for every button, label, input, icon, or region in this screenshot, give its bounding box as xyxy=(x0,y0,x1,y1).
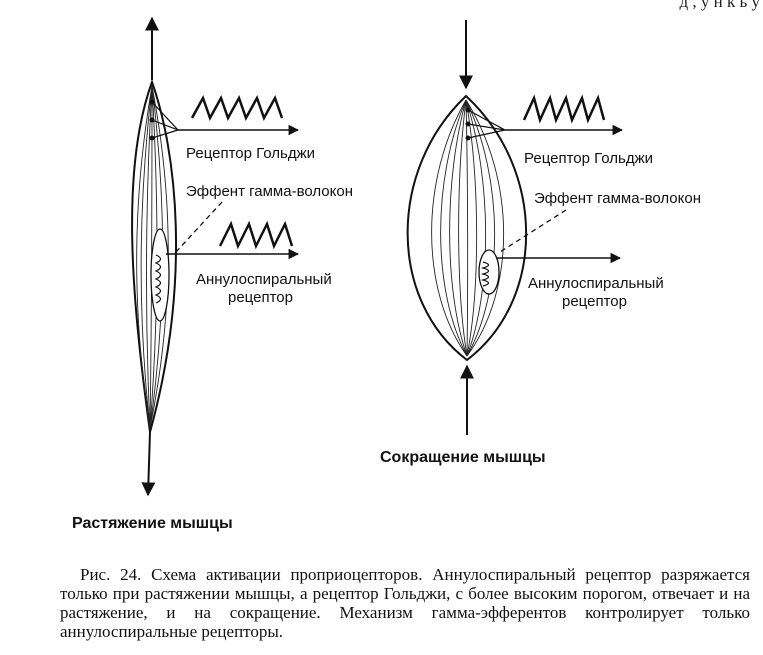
gamma-label-right: Эффент гамма-волокон xyxy=(534,190,701,207)
annulospiral-spike-train-left xyxy=(218,220,294,250)
stretched-muscle-group: Рецептор Гольджи Эффент гамма-волокон Ан… xyxy=(72,16,353,532)
header-text-fragment: д , у н к ь у xyxy=(679,0,760,11)
annulo-label-right-2: рецептор xyxy=(562,293,627,310)
figure-caption: Рис. 24. Схема активации проприоцепторов… xyxy=(60,565,750,641)
golgi-receptor-right xyxy=(465,107,624,141)
annulospiral-receptor-left xyxy=(150,228,300,322)
gamma-label-left: Эффент гамма-волокон xyxy=(186,183,353,200)
golgi-label-right: Рецептор Гольджи xyxy=(524,150,653,167)
contracted-muscle-fibers xyxy=(431,99,504,357)
stretch-title: Растяжение мышцы xyxy=(72,515,233,532)
annulo-label-left-1: Аннулоспиральный xyxy=(196,271,332,288)
caption-text: Рис. 24. Схема активации проприоцепторов… xyxy=(60,565,750,641)
golgi-spike-train-right xyxy=(522,94,606,124)
annulo-label-left-2: рецептор xyxy=(228,289,293,306)
stretch-arrow-down xyxy=(141,431,156,497)
golgi-spike-train-left xyxy=(190,94,284,122)
gamma-fiber-dashed-right xyxy=(499,209,567,253)
golgi-receptor-left xyxy=(149,99,300,141)
gamma-fiber-dashed-left xyxy=(175,201,223,253)
annulo-label-right-1: Аннулоспиральный xyxy=(528,275,664,292)
annulospiral-receptor-right xyxy=(478,249,622,295)
figure-diagram: Рецептор Гольджи Эффент гамма-волокон Ан… xyxy=(72,16,701,532)
contract-title: Сокращение мышцы xyxy=(380,449,546,466)
golgi-label-left: Рецептор Гольджи xyxy=(186,145,315,162)
contracted-muscle-group: Рецептор Гольджи Эффент гамма-волокон Ан… xyxy=(380,20,701,466)
